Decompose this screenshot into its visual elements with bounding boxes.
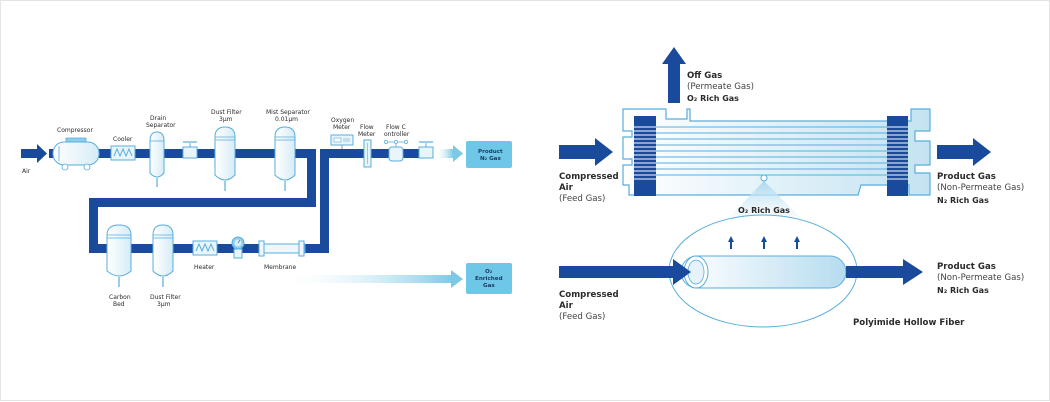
flow-controller-label-1: Flow C (386, 124, 406, 131)
air-label: Air (22, 168, 31, 175)
off-gas-line2: (Permeate Gas) (687, 82, 754, 92)
compressor-label: Compressor (57, 127, 93, 134)
pressure-gauge-icon (231, 236, 245, 259)
oxygen-meter-label-2: Meter (333, 124, 351, 131)
product-bottom-line1: Product Gas (937, 262, 996, 272)
product-top-line2: (Non-Permeate Gas) (937, 183, 1024, 193)
drain-separator-label-2: Separator (146, 122, 176, 129)
product-gas-arrow-top (937, 138, 991, 166)
membrane-module (622, 108, 931, 196)
drain-separator-label-1: Drain (150, 115, 166, 122)
oxygen-meter-icon (330, 134, 354, 149)
flow-controller-label-2: ontroller (384, 131, 410, 138)
dust-filter-2-icon (152, 224, 174, 287)
product-arrow (435, 145, 463, 162)
enriched-box-line3: Gas (483, 283, 495, 289)
product-bottom-line2: (Non-Permeate Gas) (937, 273, 1024, 283)
dust-filter-2-label-2: 3μm (157, 301, 171, 308)
dust-filter-icon (214, 126, 236, 191)
dust-filter-2-label-1: Dust Filter (150, 294, 181, 301)
carbon-bed-label-1: Carbon (109, 294, 131, 301)
product-box-line2: N₂ Gas (480, 156, 501, 162)
dust-filter-label-1: Dust Filter (211, 109, 242, 116)
feed-air-arrow-top (559, 138, 613, 166)
compressor-icon (52, 137, 100, 171)
feed-air-arrow-bottom (559, 259, 691, 285)
permeation-arrows (728, 236, 800, 249)
feed-bottom-line2: Air (559, 301, 574, 311)
flow-meter-label-2: Meter (358, 131, 376, 138)
flow-controller-icon (384, 140, 408, 162)
enriched-box-line1: O₂ (485, 269, 493, 275)
product-n2-box (466, 141, 512, 168)
cooler-icon (110, 145, 136, 161)
membrane-label: Membrane (264, 264, 296, 271)
feed-bottom-line1: Compressed (559, 290, 619, 300)
feed-bottom-line3: (Feed Gas) (559, 312, 605, 322)
flow-meter-label-1: Flow (360, 124, 374, 131)
product-box-line1: Product (478, 149, 503, 155)
mist-separator-label-1: Mist Separator (266, 109, 310, 116)
mist-separator-label-2: 0.01μm (275, 116, 298, 123)
heater-icon (192, 240, 218, 256)
valve-icon (418, 141, 434, 159)
fiber-lines (656, 126, 887, 176)
feed-top-line2: Air (559, 183, 574, 193)
off-gas-line1: Off Gas (687, 71, 722, 81)
carbon-bed-label-2: Bed (113, 301, 125, 308)
hollow-fibers (634, 126, 908, 180)
feed-top-line1: Compressed (559, 172, 619, 182)
fiber-caption: Polyimide Hollow Fiber (853, 318, 965, 328)
product-top-line3: N₂ Rich Gas (937, 196, 989, 205)
product-top-line1: Product Gas (937, 172, 996, 182)
off-gas-arrow (662, 47, 686, 103)
oxygen-meter-label-1: Oxygen (331, 117, 354, 124)
cooler-label: Cooler (113, 136, 133, 143)
product-bottom-line3: N₂ Rich Gas (937, 286, 989, 295)
dust-filter-label-2: 3μm (219, 116, 233, 123)
feed-top-line3: (Feed Gas) (559, 194, 605, 204)
o2-rich-gas-center-label: O₂ Rich Gas (738, 206, 790, 215)
off-gas-line3: O₂ Rich Gas (687, 94, 739, 103)
carbon-bed-icon (106, 224, 132, 287)
enriched-box-line2: Enriched (475, 276, 503, 282)
product-gas-arrow-bottom (846, 259, 923, 285)
o2-enriched-arrow (277, 270, 463, 288)
membrane-icon (258, 240, 306, 257)
hollow-fiber-closeup (668, 214, 858, 328)
o2-enriched-box (466, 263, 512, 294)
flow-meter-icon (363, 139, 372, 168)
air-inlet-arrow (21, 144, 47, 163)
heater-label: Heater (194, 264, 215, 271)
valve-icon (182, 141, 198, 159)
mist-separator-icon (274, 126, 296, 191)
drain-separator-icon (149, 131, 165, 187)
